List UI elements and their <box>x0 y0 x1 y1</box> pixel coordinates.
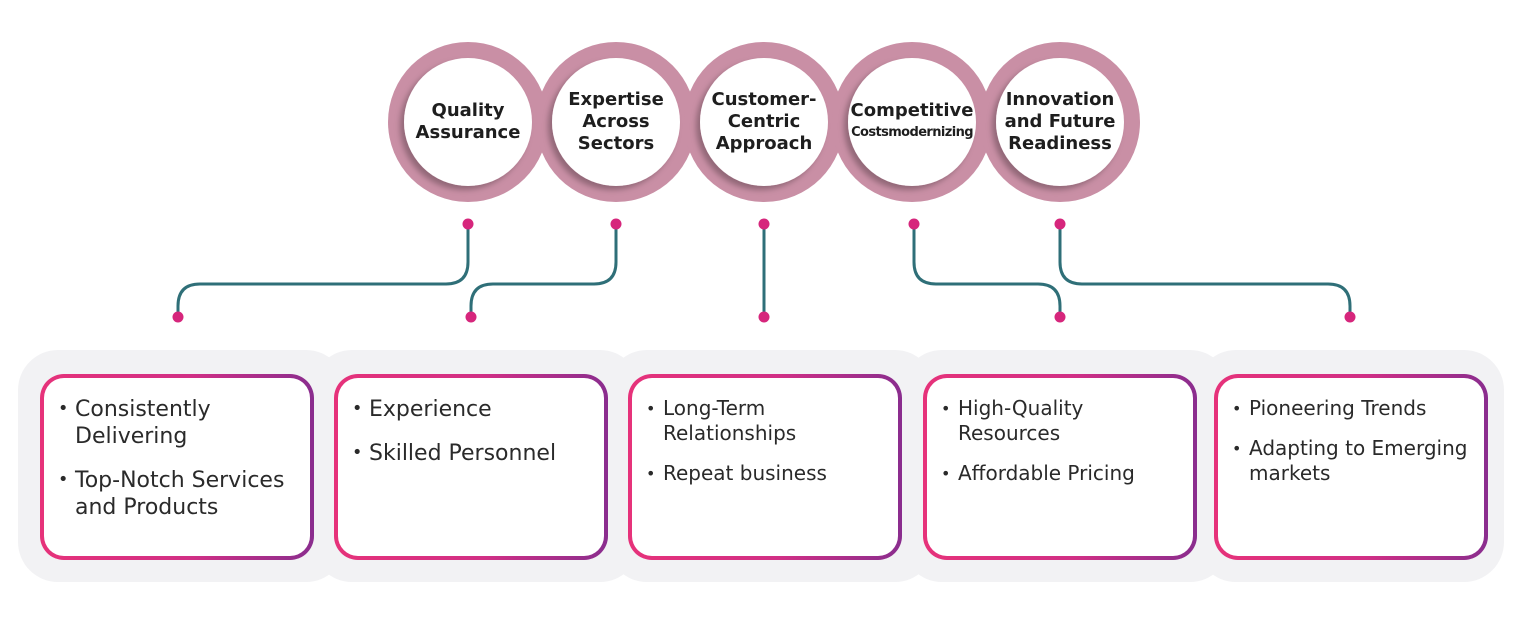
pillar-title: Quality Assurance <box>415 100 521 143</box>
card-competitive-costs: High-Quality Resources Affordable Pricin… <box>923 374 1197 560</box>
connector-dot <box>172 311 184 323</box>
pillar-title: Expertise Across Sectors <box>568 89 664 154</box>
connector-dot <box>1054 311 1066 323</box>
card-list: High-Quality Resources Affordable Pricin… <box>939 396 1183 486</box>
card-innovation-future-readiness: Pioneering Trends Adapting to Emerging m… <box>1214 374 1488 560</box>
list-item: Top-Notch Services and Products <box>56 467 300 521</box>
list-item: Skilled Personnel <box>350 440 594 467</box>
connector-dot <box>758 218 770 230</box>
connector-line <box>912 224 1062 317</box>
list-item: Long-Term Relationships <box>644 396 888 446</box>
connector-dot <box>462 218 474 230</box>
connector-dot <box>758 311 770 323</box>
card-list: Consistently Delivering Top-Notch Servic… <box>56 396 300 521</box>
connector-line <box>469 224 618 317</box>
connector-dot <box>610 218 622 230</box>
card-quality-assurance: Consistently Delivering Top-Notch Servic… <box>40 374 314 560</box>
pillar-competitive-costs: Competitive Costsmodernizing <box>847 57 977 187</box>
card-expertise-across-sectors: Experience Skilled Personnel <box>334 374 608 560</box>
pillar-quality-assurance: Quality Assurance <box>403 57 533 187</box>
connector-line <box>1058 224 1352 317</box>
pillar-customer-centric-approach: Customer- Centric Approach <box>699 57 829 187</box>
pillar-disc <box>700 58 828 186</box>
pillar-disc <box>552 58 680 186</box>
list-item: High-Quality Resources <box>939 396 1183 446</box>
list-item: Affordable Pricing <box>939 461 1183 486</box>
pillar-subtitle: Costsmodernizing <box>851 125 973 140</box>
connector-line <box>176 224 470 317</box>
list-item: Repeat business <box>644 461 888 486</box>
card-list: Long-Term Relationships Repeat business <box>644 396 888 486</box>
connectors <box>176 224 1352 317</box>
connector-dot <box>908 218 920 230</box>
connector-dot <box>465 311 477 323</box>
pillar-discs <box>404 58 1124 186</box>
card-list: Experience Skilled Personnel <box>350 396 594 467</box>
connector-dot <box>1344 311 1356 323</box>
pillar-disc <box>404 58 532 186</box>
pillar-disc <box>848 58 976 186</box>
pillar-disc <box>996 58 1124 186</box>
list-item: Consistently Delivering <box>56 396 300 450</box>
connector-dot <box>1054 218 1066 230</box>
connector-dots <box>172 218 1356 323</box>
pillar-title: Customer- Centric Approach <box>711 89 817 154</box>
list-item: Adapting to Emerging markets <box>1230 436 1474 486</box>
list-item: Pioneering Trends <box>1230 396 1474 421</box>
card-list: Pioneering Trends Adapting to Emerging m… <box>1230 396 1474 486</box>
pillar-title: Innovation and Future Readiness <box>1004 89 1116 154</box>
pillar-title: Competitive <box>850 100 974 121</box>
pillar-expertise-across-sectors: Expertise Across Sectors <box>551 57 681 187</box>
card-customer-centric-approach: Long-Term Relationships Repeat business <box>628 374 902 560</box>
list-item: Experience <box>350 396 594 423</box>
pillar-innovation-future-readiness: Innovation and Future Readiness <box>995 57 1125 187</box>
